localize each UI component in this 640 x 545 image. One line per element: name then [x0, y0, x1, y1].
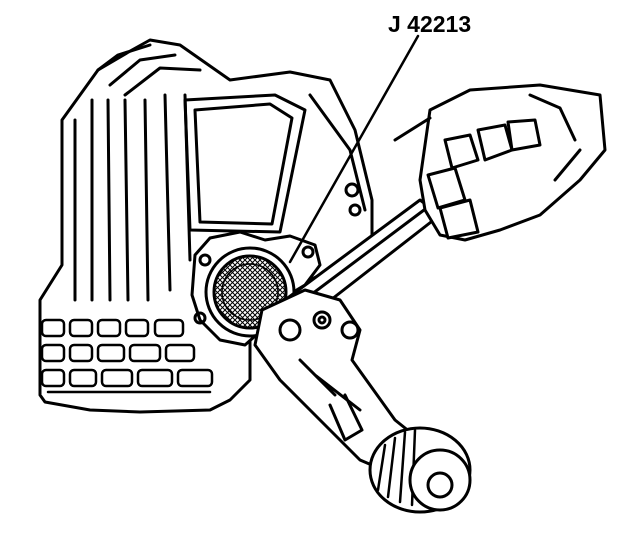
callout-leader-line	[288, 34, 420, 264]
technician-hand	[393, 83, 607, 242]
seal-installer-tool	[253, 288, 472, 514]
tool-callout-label: J 42213	[388, 11, 472, 37]
transmission-case-housing	[38, 38, 374, 414]
